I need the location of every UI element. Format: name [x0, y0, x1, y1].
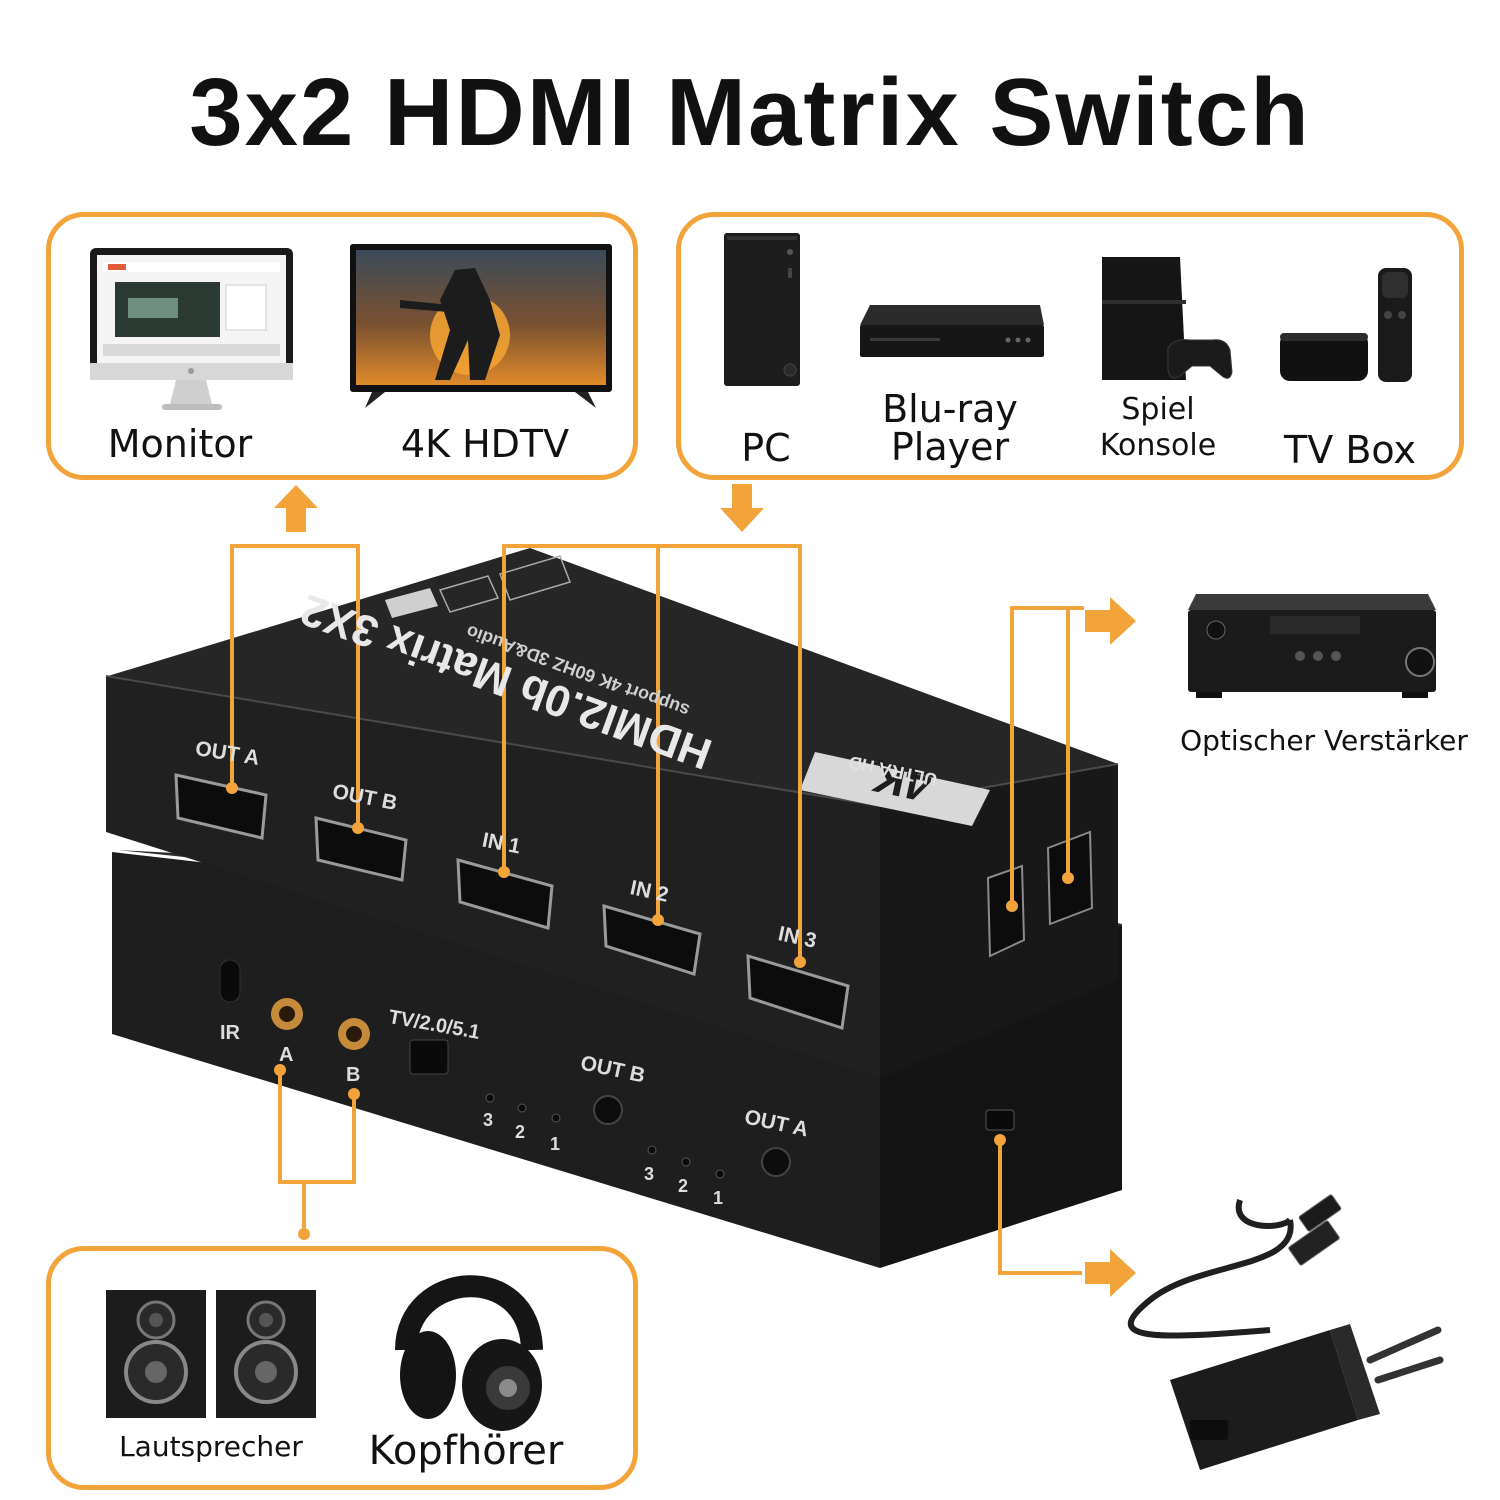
- arrow-right-amp-icon: [1085, 597, 1136, 645]
- bluray-player-icon: [860, 305, 1044, 357]
- optical-ports: [986, 830, 1094, 958]
- tv-box-icon: [1280, 268, 1412, 382]
- led-label-b-1: 1: [550, 1134, 561, 1154]
- led-label-b-2: 2: [515, 1122, 526, 1142]
- headphones-label: Kopfhörer: [368, 1428, 564, 1474]
- power-adapter-icon: [1127, 1194, 1444, 1470]
- hdmi-port-in-3: [746, 953, 850, 1030]
- connector-dots: [226, 782, 1074, 1240]
- hdmi-ports: [174, 773, 850, 1030]
- bluray-label-line2: Player: [890, 425, 1010, 469]
- led-label-a-2: 2: [678, 1176, 689, 1196]
- back-label-b: B: [346, 1064, 361, 1086]
- speakers-icon: [106, 1290, 316, 1418]
- amplifier-icon: [1188, 594, 1436, 698]
- game-console-icon: [1102, 257, 1233, 380]
- hdmi-port-out-b: [314, 816, 408, 882]
- back-label-ir: IR: [220, 1022, 240, 1044]
- arrow-up-icon: [274, 485, 318, 532]
- hdmi-port-in-1: [456, 858, 554, 930]
- hdmi-port-in-2: [602, 903, 702, 976]
- hdtv-label: 4K HDTV: [400, 422, 570, 466]
- pc-label: PC: [741, 426, 791, 470]
- hdtv-icon: [350, 244, 612, 408]
- led-label-a-3: 3: [644, 1164, 655, 1184]
- tvbox-label: TV Box: [1284, 428, 1416, 472]
- back-panel-details: [219, 959, 1015, 1179]
- speakers-label: Lautsprecher: [119, 1430, 303, 1463]
- device-top-branding: [385, 555, 990, 826]
- monitor-label: Monitor: [107, 422, 253, 466]
- bluray-label-line1: Blu-ray: [882, 387, 1018, 431]
- optical-port-1: [986, 864, 1026, 958]
- console-label-line1: Spiel: [1121, 392, 1195, 427]
- back-label-a: A: [279, 1044, 294, 1066]
- amplifier-label: Optischer Verstärker: [1180, 724, 1468, 757]
- monitor-icon: [90, 248, 293, 410]
- page-title: 3x2 HDMI Matrix Switch: [189, 59, 1311, 166]
- console-label-line2: Konsole: [1099, 428, 1217, 463]
- headphones-icon: [395, 1275, 543, 1431]
- led-label-a-1: 1: [713, 1188, 724, 1208]
- connector-lines: [230, 544, 1084, 1275]
- led-label-b-3: 3: [483, 1110, 494, 1130]
- pc-tower-icon: [724, 233, 800, 386]
- arrow-down-icon: [720, 484, 764, 532]
- arrow-right-power-icon: [1085, 1249, 1136, 1297]
